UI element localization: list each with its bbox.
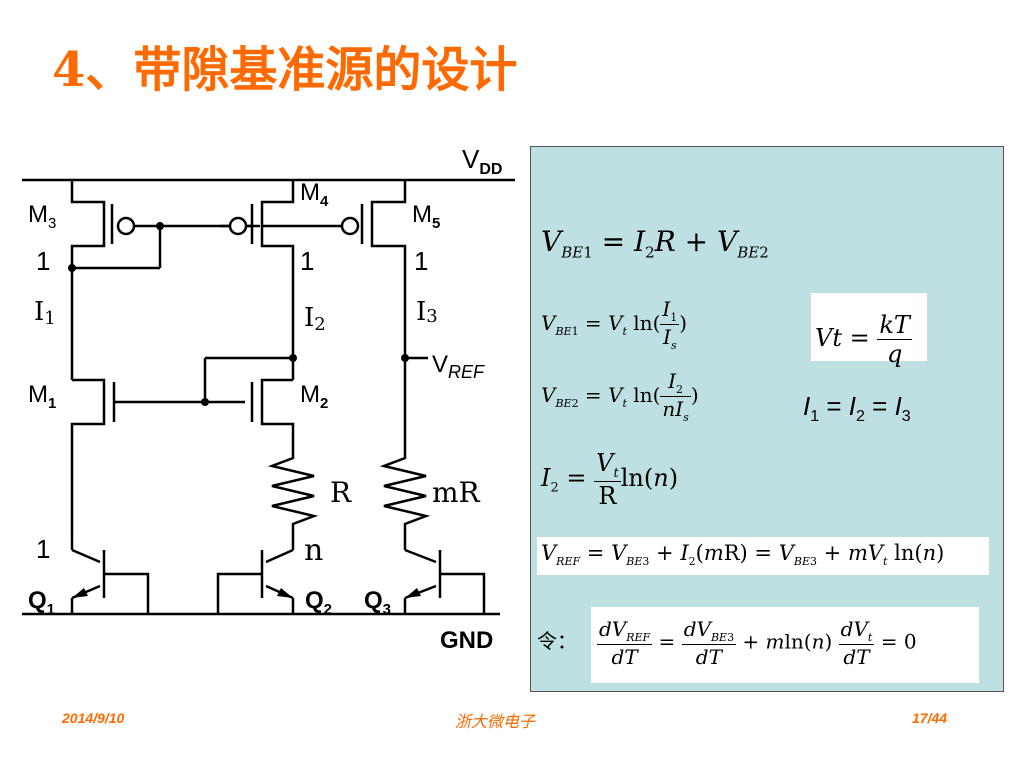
svg-text:I1: I1 (34, 297, 56, 329)
label-vdd: V (462, 144, 480, 174)
label-m5: M (412, 201, 432, 228)
label-one-q1: 1 (36, 534, 50, 564)
svg-text:I2: I2 (304, 303, 326, 335)
footer-center: 浙大微电子 (455, 712, 536, 731)
svg-text:M5: M5 (412, 201, 440, 232)
svg-text:Q2: Q2 (305, 587, 332, 618)
svg-text:Q1: Q1 (28, 587, 55, 618)
footer-date: 2014/9/10 (62, 710, 125, 726)
svg-text:M1: M1 (28, 381, 56, 412)
label-one-c: 1 (414, 246, 428, 276)
equation-vbe1-sum: VBE1 = I2R + VBE2 (541, 225, 769, 262)
label-one-a: 1 (36, 246, 50, 276)
label-i3: I (416, 297, 426, 327)
svg-text:M3: M3 (28, 201, 56, 232)
label-q3: Q (364, 587, 383, 614)
currents-equal: I1 = I2 = I3 (803, 391, 911, 426)
svg-text:M2: M2 (300, 381, 328, 412)
label-m4: M (300, 179, 320, 206)
svg-text:Q3: Q3 (364, 587, 391, 618)
label-i2: I (304, 303, 314, 333)
bandgap-circuit-diagram: VDD M3 M4 M5 1 1 1 I1 I2 I3 VREF M1 M2 R… (22, 144, 515, 654)
svg-text:VREF: VREF (432, 351, 485, 382)
label-gnd: GND (440, 627, 493, 654)
svg-text:M4: M4 (300, 179, 329, 210)
svg-text:I3: I3 (416, 297, 438, 327)
label-m1: M (28, 381, 48, 408)
svg-text:VDD: VDD (462, 144, 502, 178)
equation-vref-box: VREF = VBE3 + I2(mR) = VBE3 + mVt ln(n) (537, 537, 989, 575)
label-i1: I (34, 297, 44, 327)
label-m3: M (28, 201, 48, 228)
slide-title: 4、带隙基准源的设计 (52, 42, 518, 98)
label-r: R (330, 476, 352, 509)
equation-let-prefix: 令： (537, 629, 577, 653)
label-q1: Q (28, 587, 47, 614)
label-mr: mR (432, 476, 481, 509)
label-m2: M (300, 381, 320, 408)
label-vref: V (432, 351, 448, 378)
label-one-b: 1 (300, 246, 314, 276)
footer-page-number: 17/44 (912, 710, 948, 726)
label-q2: Q (305, 587, 324, 614)
label-n: n (304, 533, 323, 568)
